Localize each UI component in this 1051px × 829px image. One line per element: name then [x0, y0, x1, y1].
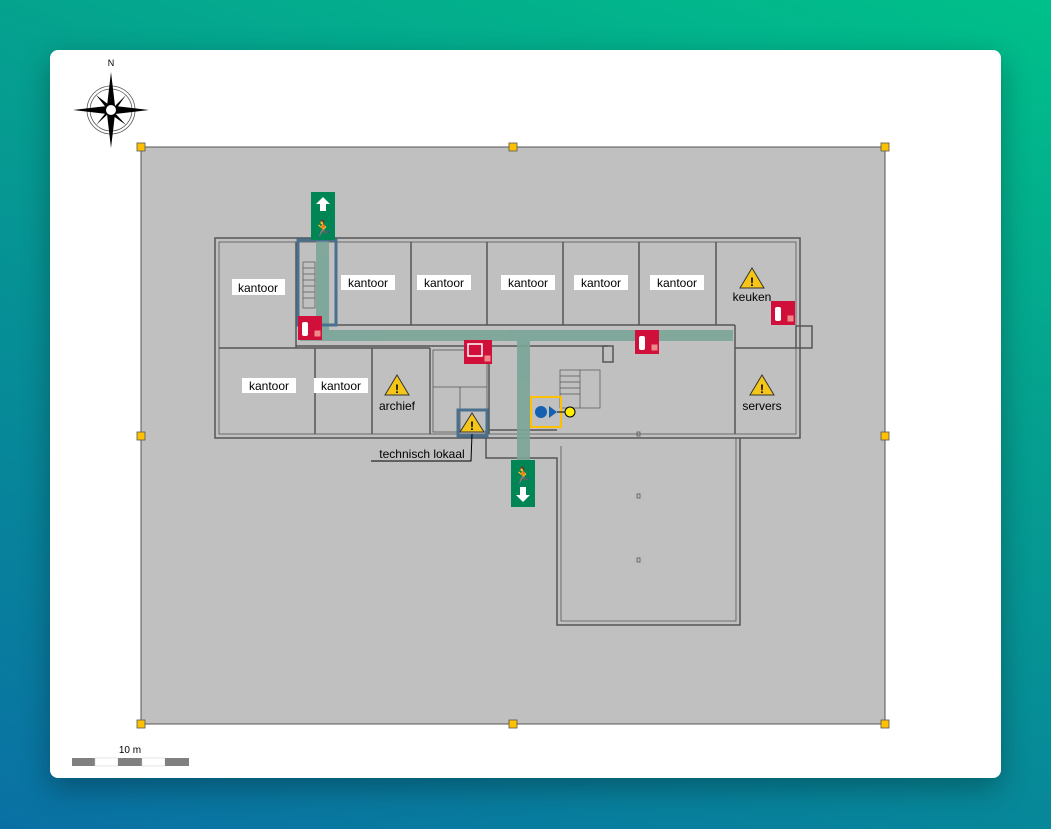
warning-icon[interactable]: ! [384, 374, 410, 396]
floor-plan-image[interactable] [140, 146, 886, 725]
resize-handle-e [880, 431, 890, 441]
fire-extinguisher-icon[interactable] [771, 301, 795, 325]
room-label: kantoor [424, 276, 464, 290]
resize-handle-n [508, 142, 518, 152]
emergency-exit-sign-north[interactable]: 🏃 [311, 192, 335, 240]
you-are-here-marker[interactable] [530, 396, 576, 428]
room-label: kantoor [348, 276, 388, 290]
warning-icon[interactable]: ! [739, 267, 765, 289]
technical-room-callout[interactable]: technisch lokaal [371, 433, 473, 462]
resize-handle-sw [136, 719, 146, 729]
fire-extinguisher-icon[interactable] [635, 330, 659, 354]
room-label: archief [379, 399, 416, 413]
room-label: kantoor [238, 281, 278, 295]
resize-handle-s [508, 719, 518, 729]
svg-text:!: ! [750, 275, 754, 289]
resize-handle-se [880, 719, 890, 729]
svg-text:!: ! [395, 382, 399, 396]
warning-icon[interactable]: ! [749, 374, 775, 396]
fire-hose-reel-icon[interactable] [464, 340, 492, 364]
emergency-exit-sign-south[interactable]: 🏃 [511, 460, 535, 507]
technical-room-highlight[interactable] [456, 408, 489, 438]
resize-handle-nw [136, 142, 146, 152]
room-label: keuken [733, 290, 772, 304]
svg-text:!: ! [470, 419, 474, 433]
fire-extinguisher-icon[interactable] [298, 316, 322, 340]
room-label: kantoor [508, 276, 548, 290]
callout-label: technisch lokaal [379, 447, 464, 461]
arrow-down-icon [516, 487, 530, 502]
selection-handles[interactable] [136, 142, 890, 729]
room-label: kantoor [249, 379, 289, 393]
room-label: kantoor [581, 276, 621, 290]
resize-handle-w [136, 431, 146, 441]
warning-icon[interactable]: ! [459, 412, 485, 433]
svg-text:!: ! [760, 382, 764, 396]
scale-bar: 10 m [72, 745, 189, 767]
running-person-icon: 🏃 [313, 219, 333, 238]
escape-route [300, 240, 733, 460]
room-label: servers [742, 399, 781, 413]
north-label: N [108, 58, 115, 68]
resize-handle-ne [880, 142, 890, 152]
running-person-icon: 🏃 [513, 466, 533, 485]
arrow-up-icon [316, 197, 330, 211]
stairs [302, 261, 601, 409]
room-label: kantoor [321, 379, 361, 393]
room-labels: kantoor kantoor kantoor kantoor kantoor … [232, 275, 782, 413]
compass-rose-icon: N [73, 58, 149, 148]
scale-label: 10 m [119, 745, 141, 756]
room-label: kantoor [657, 276, 697, 290]
